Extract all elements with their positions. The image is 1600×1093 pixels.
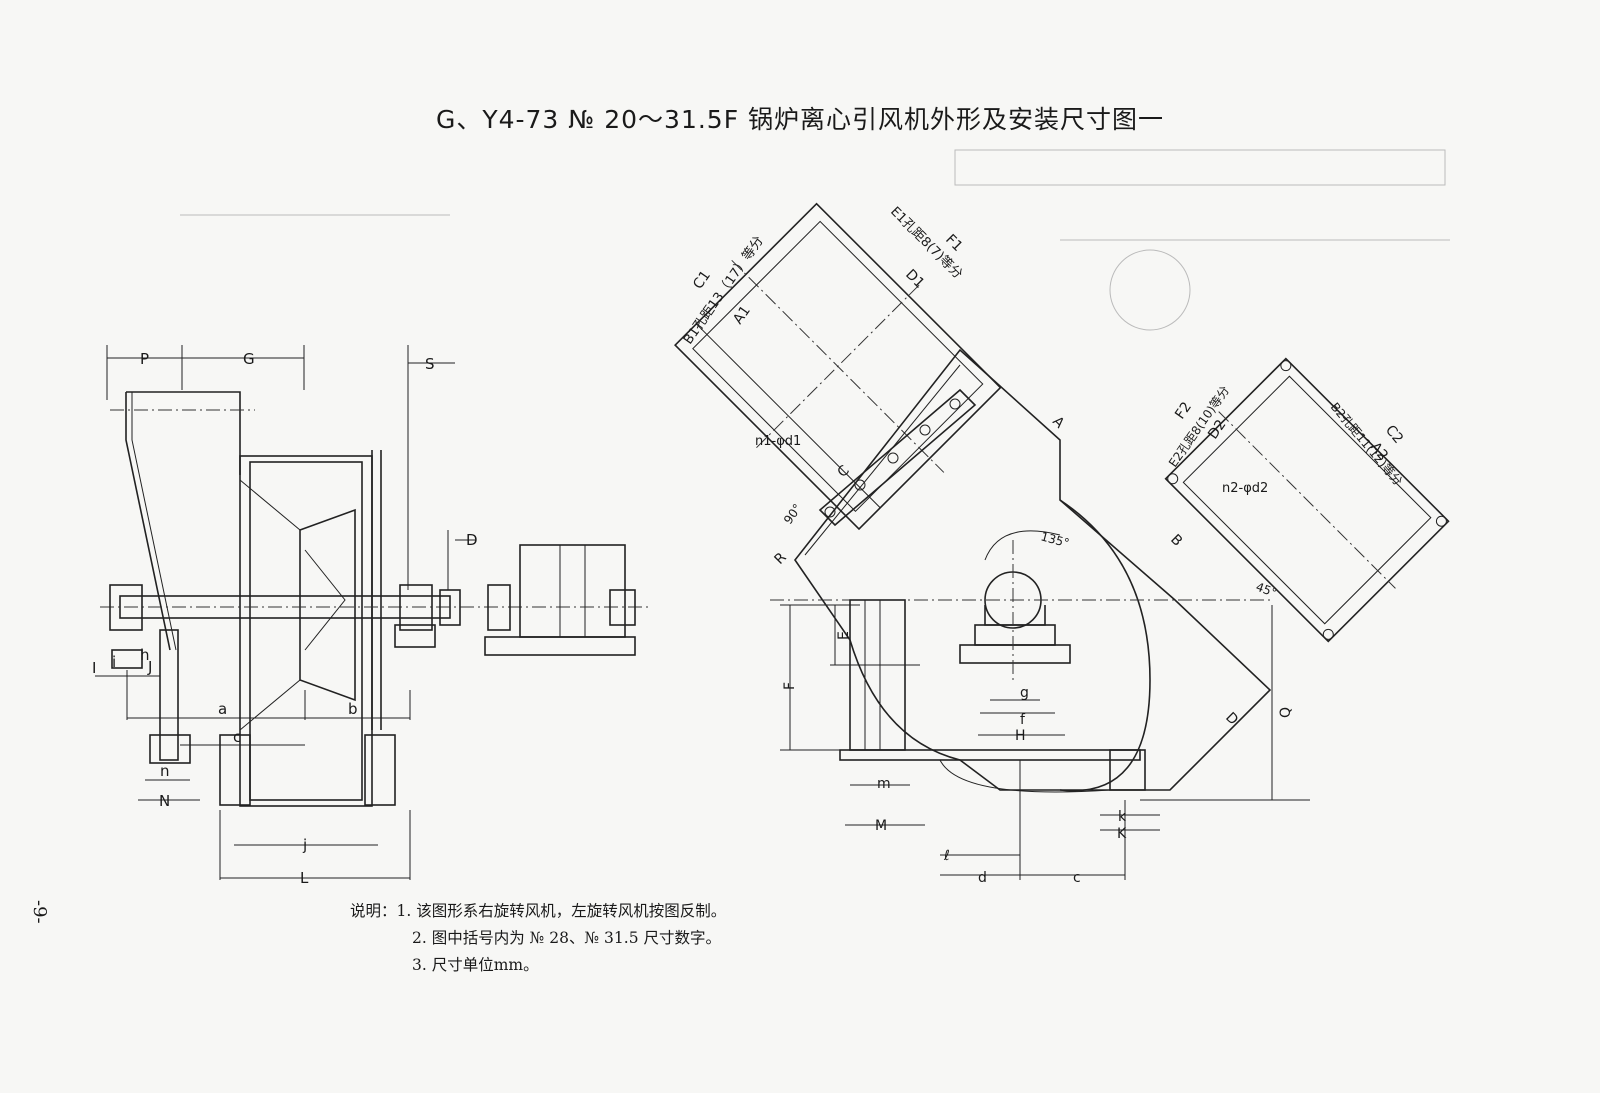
show-through-marks [180, 149, 1450, 331]
note-2: 2. 图中括号内为 № 28、№ 31.5 尺寸数字。 [350, 925, 726, 952]
page-title: G、Y4-73 № 20～31.5F 锅炉离心引风机外形及安装尺寸图一 [435, 105, 1165, 134]
label-c: c [233, 728, 241, 746]
page-number: -9- [29, 900, 50, 924]
label-angle-45: 45° [1254, 580, 1279, 600]
side-view-labels: P G S D I i h J a b c n N j L [92, 350, 478, 887]
label-D-side: D [466, 531, 478, 549]
label-P: P [140, 350, 149, 368]
label-l: ℓ [943, 848, 950, 864]
label-C1: C1 [690, 268, 714, 292]
front-view-labels: C1 F1 D1 A1 B1孔距13（17）等分 E1孔距8(7)等分 n1-φ… [680, 204, 1406, 886]
label-k: k [1118, 809, 1127, 825]
label-J: J [147, 658, 152, 676]
label-N: N [159, 792, 170, 810]
label-L: L [300, 869, 309, 887]
label-m: m [877, 776, 891, 792]
label-g: g [1020, 685, 1029, 701]
label-K: K [1117, 826, 1127, 842]
label-n2-d2: n2-φd2 [1222, 481, 1268, 496]
label-F: F [782, 682, 798, 690]
label-R: R [772, 549, 790, 567]
note-2-text: 2. 图中括号内为 № 28、№ 31.5 尺寸数字。 [412, 929, 721, 947]
label-F2: F2 [1172, 399, 1195, 422]
label-n: n [160, 762, 170, 780]
label-angle-135: 135° [1039, 529, 1071, 550]
label-h: h [140, 646, 150, 664]
side-view [100, 391, 650, 807]
label-i: i [112, 653, 116, 671]
note-3: 3. 尺寸单位mm。 [350, 952, 726, 979]
front-view-dimensions [780, 604, 1310, 880]
label-d: d [978, 870, 987, 886]
label-A: A [1049, 414, 1067, 432]
note-3-text: 3. 尺寸单位mm。 [412, 956, 539, 974]
label-b: b [348, 700, 358, 718]
label-angle-90: 90° [781, 501, 805, 526]
label-D-front: D [1222, 710, 1241, 729]
notes: 说明：1. 该图形系右旋转风机，左旋转风机按图反制。 2. 图中括号内为 № 2… [350, 898, 726, 979]
label-M: M [875, 818, 887, 834]
label-I: I [92, 659, 96, 677]
note-1: 说明：1. 该图形系右旋转风机，左旋转风机按图反制。 [350, 902, 727, 920]
label-n1-d1: n1-φd1 [755, 434, 801, 449]
label-G: G [243, 350, 255, 368]
label-D1: D1 [902, 267, 927, 292]
label-S: S [425, 355, 435, 373]
label-C2: C2 [1382, 422, 1406, 447]
label-A1: A1 [730, 303, 754, 327]
label-B: B [1167, 532, 1185, 550]
front-view [674, 202, 1450, 793]
label-j: j [302, 836, 307, 854]
label-E: E [836, 631, 852, 640]
label-H: H [1015, 728, 1026, 744]
label-f: f [1020, 712, 1026, 728]
label-a: a [218, 700, 227, 718]
label-Q: Q [1278, 707, 1294, 718]
label-c-front: c [1073, 870, 1081, 886]
label-B1-holes: B1孔距13（17）等分 [680, 233, 767, 347]
side-view-dimensions [95, 345, 475, 880]
